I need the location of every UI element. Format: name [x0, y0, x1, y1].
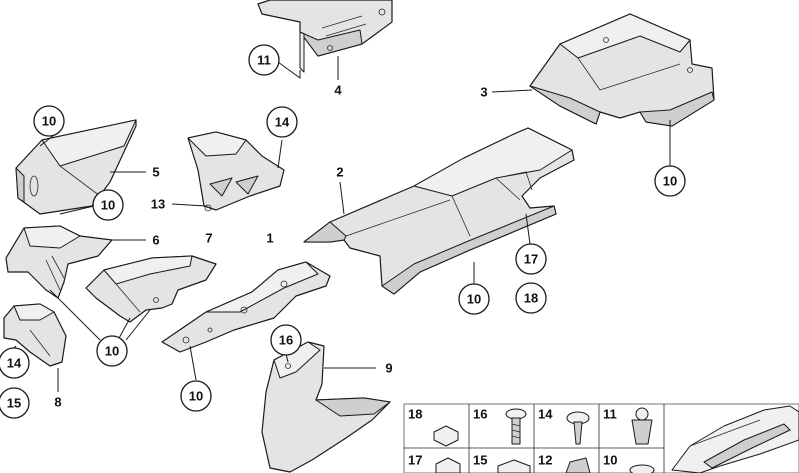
- svg-text:11: 11: [257, 53, 271, 68]
- callout-10: 10: [92, 189, 124, 221]
- svg-text:15: 15: [7, 396, 21, 411]
- part-label-5: 5: [152, 165, 159, 180]
- part-4-bracket: [257, 0, 393, 73]
- svg-text:10: 10: [189, 389, 203, 404]
- svg-text:14: 14: [7, 356, 22, 371]
- legend-number: 18: [408, 407, 422, 422]
- svg-text:16: 16: [279, 333, 293, 348]
- callout-10: 10: [180, 380, 212, 412]
- fastener-legend: 18 16 14 11 17 15 12 10: [403, 403, 799, 473]
- part-label-13: 13: [151, 197, 165, 212]
- svg-text:10: 10: [663, 174, 677, 189]
- clip-18-icon: [433, 425, 459, 447]
- legend-number: 12: [538, 453, 552, 468]
- svg-text:10: 10: [101, 198, 115, 213]
- callout-10: 10: [458, 283, 490, 315]
- part-label-2: 2: [336, 165, 343, 180]
- legend-number: 15: [473, 453, 487, 468]
- svg-text:10: 10: [467, 292, 481, 307]
- screw-14-icon: [566, 411, 590, 445]
- part-label-4: 4: [334, 83, 342, 98]
- callout-16: 16: [270, 324, 302, 356]
- leader-lines: [13, 56, 671, 392]
- part-8-shield: [3, 303, 67, 367]
- callout-18: 18: [515, 282, 547, 314]
- legend-number: 11: [603, 407, 617, 422]
- svg-text:10: 10: [105, 344, 119, 359]
- part-13-bracket: [187, 131, 285, 212]
- screw-16-icon: [505, 408, 527, 445]
- rivet-11-icon: [631, 407, 653, 445]
- part-2-floor-shield: [303, 127, 575, 295]
- svg-text:14: 14: [275, 115, 290, 130]
- callout-14: 14: [0, 347, 30, 379]
- clip-17-icon: [435, 457, 461, 473]
- nut-12-icon: [565, 457, 591, 473]
- callout-11: 11: [248, 44, 280, 76]
- svg-text:17: 17: [524, 252, 538, 267]
- grommet-10-icon: [629, 464, 655, 473]
- part-9-shield: [261, 341, 391, 473]
- callout-17: 17: [515, 243, 547, 275]
- legend-number: 10: [603, 453, 617, 468]
- car-location-icon: [671, 405, 799, 473]
- legend-number: 14: [538, 407, 553, 422]
- callout-15: 15: [0, 387, 30, 419]
- part-6-shield: [5, 225, 113, 299]
- part-5-shield: [15, 119, 137, 215]
- svg-text:10: 10: [42, 114, 56, 129]
- svg-text:18: 18: [524, 291, 538, 306]
- part-label-9: 9: [385, 361, 392, 376]
- legend-number: 17: [408, 453, 422, 468]
- part-1-shield: [161, 261, 331, 353]
- part-label-3: 3: [480, 85, 487, 100]
- part-3-heat-shield: [529, 13, 715, 127]
- callout-10: 10: [654, 165, 686, 197]
- legend-number: 16: [473, 407, 487, 422]
- part-label-7: 7: [205, 231, 212, 246]
- part-label-8: 8: [54, 395, 61, 410]
- callout-14: 14: [266, 106, 298, 138]
- part-label-1: 1: [266, 231, 273, 246]
- callout-10: 10: [33, 105, 65, 137]
- nut-15-icon: [497, 459, 531, 473]
- part-7-shield: [85, 255, 217, 323]
- part-label-6: 6: [152, 233, 159, 248]
- callout-10: 10: [96, 335, 128, 367]
